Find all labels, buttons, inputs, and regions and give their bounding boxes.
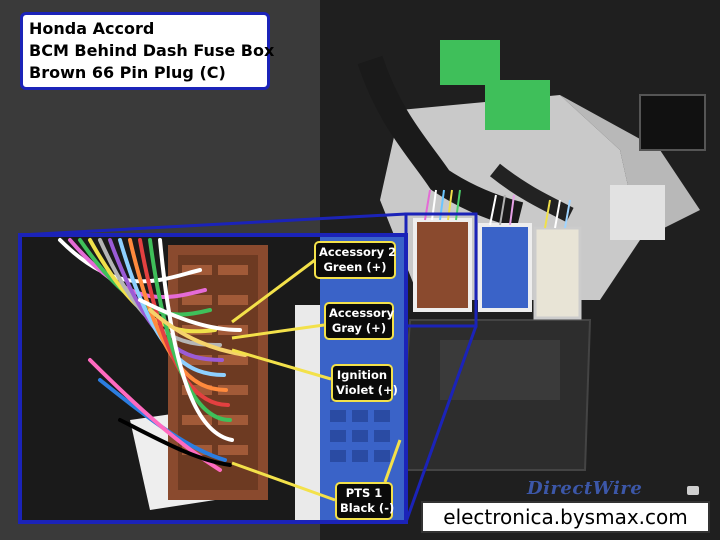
callout-accessory-2-name: Accessory 2 bbox=[319, 245, 397, 259]
title-box: Honda Accord BCM Behind Dash Fuse Box Br… bbox=[20, 12, 275, 90]
callout-ignition-color: Violet (+) bbox=[336, 383, 398, 397]
callout-pts-1-name: PTS 1 bbox=[345, 486, 383, 500]
callout-accessory-name: Accessory bbox=[329, 306, 395, 320]
callout-pts-1: PTS 1 Black (-) bbox=[335, 482, 395, 520]
white-bracket bbox=[610, 185, 665, 240]
green-connector-top bbox=[440, 40, 500, 85]
module-label-area bbox=[440, 340, 560, 400]
wire-harness bbox=[357, 55, 524, 228]
brown-connector-small bbox=[413, 218, 472, 312]
zoom-line-top bbox=[19, 212, 407, 237]
callout-accessory-2: Accessory 2 Green (+) bbox=[314, 241, 396, 279]
wire-harness-branch bbox=[490, 163, 574, 223]
callout-accessory-2-color: Green (+) bbox=[323, 260, 387, 274]
title-line-vehicle: Honda Accord bbox=[29, 19, 155, 38]
watermark-url: electronica.bysmax.com bbox=[421, 501, 710, 533]
pedal bbox=[639, 94, 706, 151]
callout-leaders bbox=[231, 258, 402, 502]
callout-ignition: Ignition Violet (+) bbox=[331, 364, 398, 402]
callout-accessory: Accessory Gray (+) bbox=[324, 302, 394, 340]
inset-wires bbox=[58, 238, 247, 472]
callout-ignition-name: Ignition bbox=[336, 368, 388, 382]
callout-pts-1-color: Black (-) bbox=[340, 501, 395, 515]
title-line-plug: Brown 66 Pin Plug (C) bbox=[29, 63, 226, 82]
title-line-location: BCM Behind Dash Fuse Box bbox=[29, 41, 275, 60]
directwire-logo: DirectWire bbox=[527, 478, 643, 499]
green-connector-right bbox=[485, 80, 550, 130]
blue-connector-small bbox=[478, 223, 532, 312]
zoom-line-bottom bbox=[404, 325, 478, 523]
white-connector-small bbox=[533, 226, 582, 320]
callout-accessory-color: Gray (+) bbox=[331, 321, 387, 335]
logo-badge bbox=[687, 486, 699, 495]
inset-frame bbox=[18, 233, 408, 524]
